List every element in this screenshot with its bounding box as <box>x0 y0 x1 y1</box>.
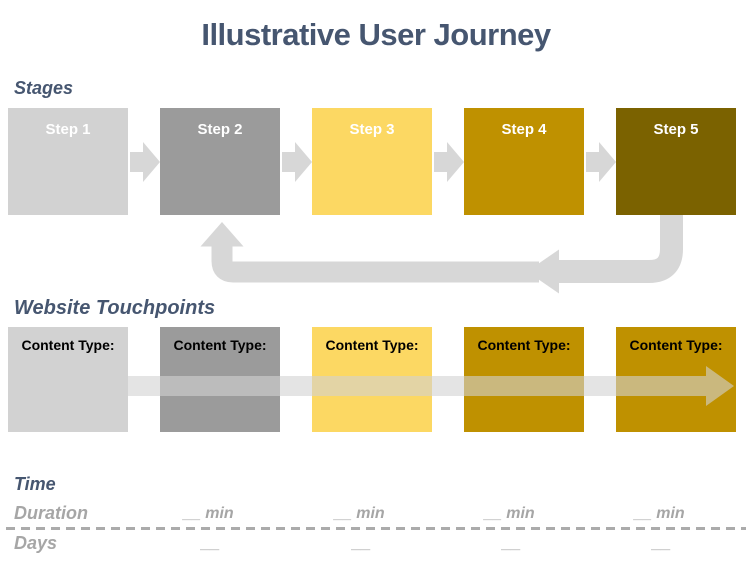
stage-box-label: Step 3 <box>349 121 395 138</box>
stage-box-label: Step 1 <box>45 121 91 138</box>
stage-box-label: Step 4 <box>501 121 547 138</box>
page-title: Illustrative User Journey <box>201 17 551 52</box>
duration-entry-3: __ min <box>484 505 535 522</box>
stage-arrow-2-icon <box>282 142 312 182</box>
content-type-label: Content Type: <box>173 337 267 353</box>
stage-arrow-3-icon <box>434 142 464 182</box>
stage-box-step-2: Step 2 <box>160 108 280 215</box>
return-arrow-left-head-icon <box>527 249 559 294</box>
duration-days-divider <box>6 527 746 530</box>
touchpoint-box-1: Content Type: <box>8 327 128 432</box>
days-entry-2: __ <box>352 533 371 552</box>
duration-entry-1: __ min <box>183 505 234 522</box>
touchpoints-heading: Website Touchpoints <box>14 297 216 319</box>
duration-entry-4: __ min <box>634 505 685 522</box>
touchpoint-box-2: Content Type: <box>160 327 280 432</box>
touchpoint-box-3: Content Type: <box>312 327 432 432</box>
stage-box-step-1: Step 1 <box>8 108 128 215</box>
days-entry-3: __ <box>502 533 521 552</box>
stage-box-label: Step 2 <box>197 121 243 138</box>
content-type-label: Content Type: <box>629 337 723 353</box>
days-entry-1: __ <box>201 533 220 552</box>
days-entry-4: __ <box>652 533 671 552</box>
days-label: Days <box>14 533 58 553</box>
stage-box-step-3: Step 3 <box>312 108 432 215</box>
stage-arrow-1-icon <box>130 142 160 182</box>
return-arrow-up-head-icon <box>200 222 244 247</box>
duration-entry-2: __ min <box>334 505 385 522</box>
stages-heading: Stages <box>14 78 74 98</box>
touchpoint-box-5: Content Type: <box>616 327 736 432</box>
return-arrow-left-segment <box>211 246 539 283</box>
time-heading: Time <box>14 474 56 494</box>
stage-box-step-4: Step 4 <box>464 108 584 215</box>
return-arrow-right-segment <box>559 215 683 283</box>
content-type-label: Content Type: <box>477 337 571 353</box>
stage-box-step-5: Step 5 <box>616 108 736 215</box>
stage-box-label: Step 5 <box>653 121 699 138</box>
content-type-label: Content Type: <box>325 337 419 353</box>
stage-arrow-4-icon <box>586 142 616 182</box>
content-type-label: Content Type: <box>21 337 115 353</box>
touchpoint-box-4: Content Type: <box>464 327 584 432</box>
duration-label: Duration <box>14 503 88 523</box>
